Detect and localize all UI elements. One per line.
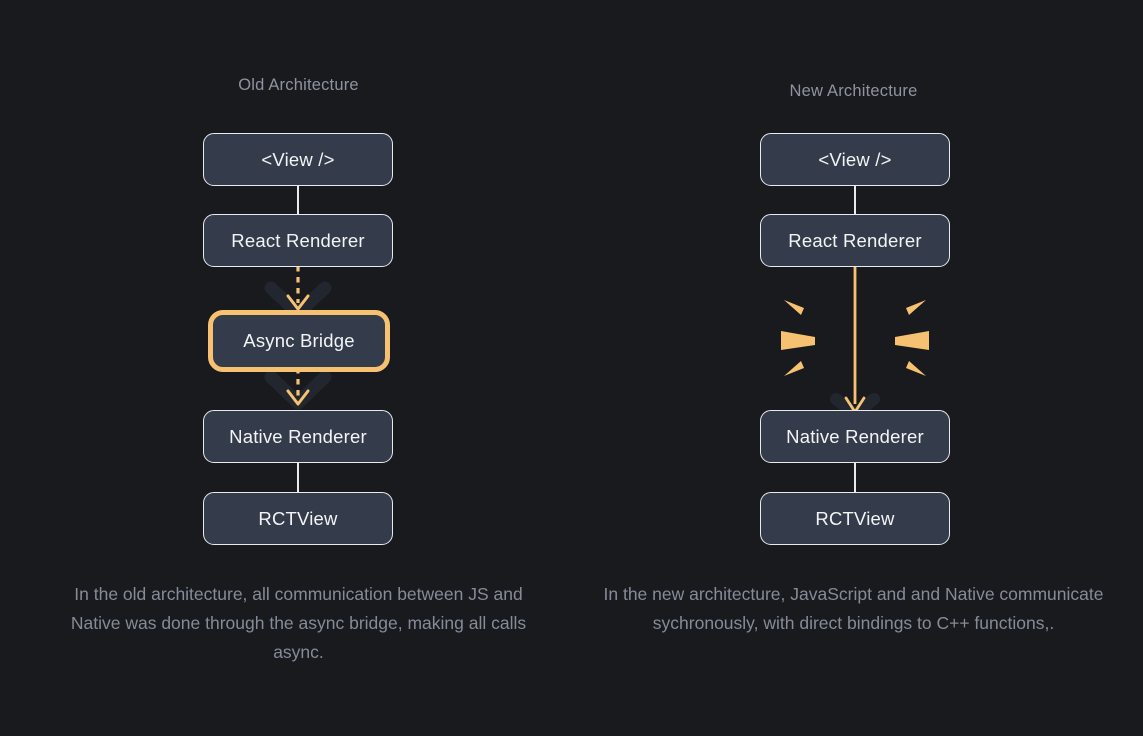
burst-ray-left-bottom [784,361,804,376]
arrowhead-react-to-bridge [286,294,310,311]
node-async-bridge[interactable]: Async Bridge [208,310,390,372]
connector-native-to-rctview-new [854,462,856,493]
node-native-renderer-new[interactable]: Native Renderer [760,410,950,463]
node-rctview-old-label: RCTView [258,507,338,529]
connector-native-to-rctview-old [297,462,299,493]
node-native-renderer-old[interactable]: Native Renderer [203,410,393,463]
sync-burst-right [895,300,929,376]
sync-burst-left [781,300,815,376]
burst-ray-left-middle [781,331,815,350]
node-view-new-label: <View /> [818,148,892,170]
old-architecture-caption: In the old architecture, all communicati… [70,584,527,662]
node-react-renderer-old-label: React Renderer [231,229,365,251]
burst-ray-left-top [784,300,804,315]
node-rctview-new[interactable]: RCTView [760,492,950,545]
connector-view-to-react-new [854,185,856,215]
chevron-shadow-2 [264,370,332,410]
node-view-old-label: <View /> [261,148,335,170]
node-rctview-old[interactable]: RCTView [203,492,393,545]
connector-view-to-react-old [297,185,299,215]
node-react-renderer-new[interactable]: React Renderer [760,214,950,267]
node-native-renderer-old-label: Native Renderer [229,425,367,447]
burst-ray-right-middle [895,331,929,350]
old-architecture-title: Old Architecture [238,76,359,94]
node-async-bridge-label: Async Bridge [243,330,355,351]
node-rctview-new-label: RCTView [815,507,895,529]
node-native-renderer-new-label: Native Renderer [786,425,924,447]
new-architecture-column: New Architecture [568,0,1139,736]
burst-ray-right-bottom [906,361,926,376]
node-view-new[interactable]: <View /> [760,133,950,186]
node-view-old[interactable]: <View /> [203,133,393,186]
node-react-renderer-new-label: React Renderer [788,229,922,251]
burst-ray-right-top [906,300,926,315]
node-react-renderer-old[interactable]: React Renderer [203,214,393,267]
old-architecture-column: Old Architecture <View /> React Renderer… [13,0,584,736]
new-architecture-caption: In the new architecture, JavaScript and … [603,584,1104,633]
arrowhead-bridge-to-native [286,389,310,406]
new-architecture-title: New Architecture [789,82,918,100]
